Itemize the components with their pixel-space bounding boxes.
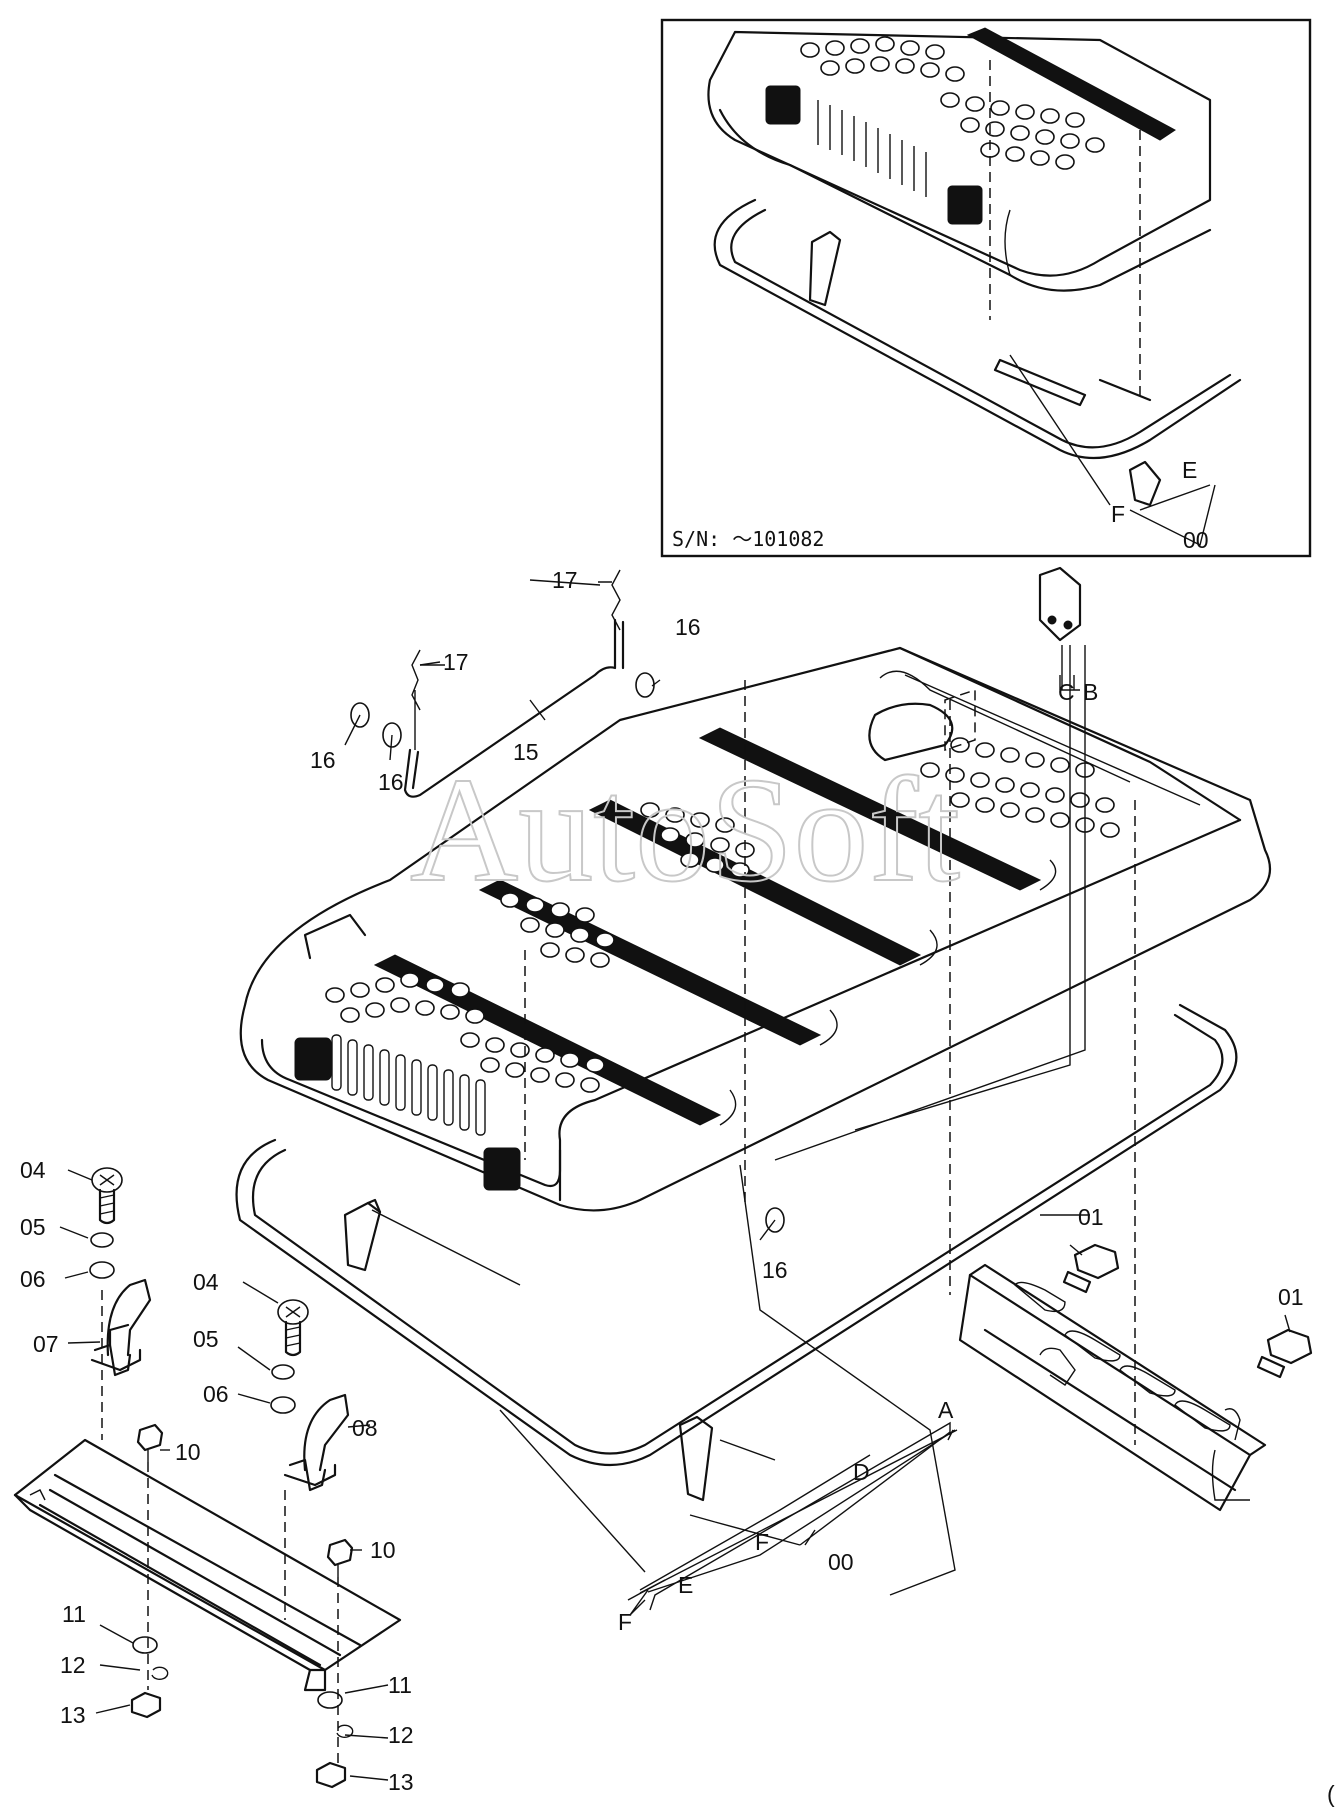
callout-11-b: 11 — [388, 1672, 412, 1698]
bolt-04-b — [277, 1299, 309, 1357]
callout-04-a: 04 — [20, 1157, 46, 1183]
front-grille — [331, 1034, 486, 1136]
callout-d: D — [853, 1459, 870, 1485]
left-rail — [13, 1438, 402, 1692]
callout-11-a: 11 — [62, 1601, 86, 1627]
callout-b: B — [1083, 679, 1098, 705]
watermark: AutoSoft — [410, 747, 960, 913]
vent-holes — [325, 737, 1120, 1093]
callout-00: 00 — [828, 1549, 854, 1575]
callout-16-b: 16 — [310, 747, 336, 773]
bolt-04-a — [91, 1167, 123, 1225]
canopy-cover — [239, 646, 1272, 1445]
callout-labels: 04 05 06 07 04 05 06 08 10 10 11 12 13 1… — [20, 567, 1335, 1807]
callout-13-b: 13 — [388, 1769, 414, 1795]
inset-serial-caption: S/N: ～101082 — [672, 527, 824, 551]
callout-04-b: 04 — [193, 1269, 219, 1295]
callout-08: 08 — [352, 1415, 378, 1441]
callout-06-a: 06 — [20, 1266, 46, 1292]
inset-panel: E F 00 S/N: ～101082 — [660, 18, 1312, 558]
cover-latch-right — [483, 1147, 521, 1191]
callout-f-a: F — [755, 1529, 769, 1555]
callout-05-a: 05 — [20, 1214, 46, 1240]
callout-15: 15 — [513, 739, 539, 765]
callout-07: 07 — [33, 1331, 59, 1357]
latch-07 — [90, 1278, 152, 1377]
callout-10-a: 10 — [175, 1439, 201, 1465]
callout-17-b: 17 — [443, 649, 469, 675]
callout-c: C — [1058, 679, 1075, 705]
callout-12-b: 12 — [388, 1722, 414, 1748]
callout-05-b: 05 — [193, 1326, 219, 1352]
callout-e: E — [678, 1572, 693, 1598]
callout-f-b: F — [618, 1609, 632, 1635]
callout-16-a: 16 — [675, 614, 701, 640]
callout-a: A — [938, 1397, 954, 1423]
inset-label-f: F — [1111, 501, 1125, 527]
leader-lines — [59, 579, 1291, 1781]
right-rail — [958, 1214, 1313, 1512]
seal-ring — [235, 1003, 1238, 1467]
callout-17-a: 17 — [552, 567, 578, 593]
callout-16-d: 16 — [762, 1257, 788, 1283]
callout-12-a: 12 — [60, 1652, 86, 1678]
callout-01-a: 01 — [1078, 1204, 1104, 1230]
callout-10-b: 10 — [370, 1537, 396, 1563]
latch-08 — [283, 1393, 350, 1492]
callout-06-b: 06 — [203, 1381, 229, 1407]
seal-pads — [343, 1198, 714, 1502]
callout-13-a: 13 — [60, 1702, 86, 1728]
page-edge-marker: ( — [1327, 1781, 1335, 1807]
inset-label-assembly: 00 — [1183, 527, 1209, 553]
inset-label-e: E — [1182, 457, 1197, 483]
callout-01-b: 01 — [1278, 1284, 1304, 1310]
hinge-bracket — [774, 566, 1086, 1161]
callout-16-c: 16 — [378, 769, 404, 795]
cover-latch-left — [294, 1037, 332, 1081]
